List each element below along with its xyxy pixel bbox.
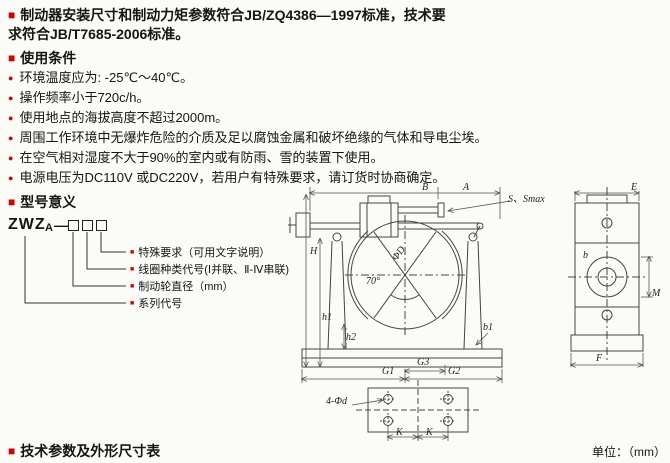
- list-item: ● 环境温度应为: -25℃～40℃。: [8, 68, 648, 88]
- front-view: [288, 195, 503, 368]
- item-bullet-icon: ●: [8, 153, 14, 163]
- bolt-pattern-dimensions: [351, 400, 448, 441]
- list-item-text: 操作频率小于720c/h。: [19, 90, 150, 105]
- list-item: ● 在空气相对湿度不大于90%的室内或有防雨、雪的装置下使用。: [8, 148, 648, 168]
- list-item-text: 环境温度应为: -25℃～40℃。: [19, 70, 194, 85]
- model-label: ■系列代号: [130, 297, 182, 311]
- model-label: ■线圈种类代号(Ⅰ并联、Ⅱ-Ⅳ串联): [130, 263, 289, 277]
- model-code-dash: —: [54, 217, 68, 233]
- list-item-text: 电源电压为DC110V 或DC220V，若用户有特殊要求，请订货时协商确定。: [19, 170, 446, 185]
- dim-label-b: b: [583, 250, 588, 261]
- dim-label-holes: 4-Φd: [326, 396, 347, 407]
- dim-label-E: E: [631, 182, 638, 193]
- item-bullet-icon: ●: [8, 73, 14, 83]
- side-view-dimensions: [571, 191, 653, 367]
- model-code-box: [82, 220, 93, 231]
- dim-label-K2: K: [426, 427, 433, 438]
- model-code-sub: A: [45, 222, 53, 234]
- dim-label-K1: K: [396, 427, 403, 438]
- dim-label-G2: G2: [448, 366, 461, 377]
- dim-label-h1: h1: [322, 312, 332, 323]
- model-connector-lines: [24, 232, 126, 304]
- front-view-dimensions: [302, 187, 511, 383]
- dim-label-angle: 70°: [366, 276, 380, 287]
- technical-drawing: B A H h1 h2 G1 G3 G2 ΦD 70° S、Smax b1 E …: [288, 183, 670, 445]
- dim-label-h2: h2: [346, 332, 356, 343]
- model-label-text: 特殊要求（可用文字说明）: [138, 247, 271, 259]
- list-item-text: 使用地点的海拔高度不超过2000m。: [19, 110, 229, 125]
- label-bullet-icon: ■: [130, 283, 135, 290]
- list-item: ● 使用地点的海拔高度不超过2000m。: [8, 108, 648, 128]
- item-bullet-icon: ●: [8, 173, 14, 183]
- table-section-title: ■ 技术参数及外形尺寸表: [8, 441, 160, 461]
- section-bullet-icon: ■: [8, 444, 16, 458]
- model-label: ■特殊要求（可用文字说明）: [130, 246, 270, 260]
- section-bullet-icon: ■: [8, 51, 16, 65]
- list-item: ● 操作频率小于720c/h。: [8, 88, 648, 108]
- model-code-prefix: ZWZ: [8, 216, 46, 233]
- model-code-box: [68, 220, 79, 231]
- model-code-box: [96, 220, 107, 231]
- unit-label: 单位：（mm）: [592, 445, 666, 459]
- section-title-text: 使用条件: [20, 50, 77, 66]
- intro-paragraph: ■制动器安装尺寸和制动力矩参数符合JB/ZQ4386—1997标准，技术要 求符…: [8, 6, 660, 44]
- model-section-title: ■ 型号意义: [8, 192, 76, 212]
- dim-label-H: H: [310, 246, 318, 257]
- electromagnet-box: [359, 202, 399, 238]
- dim-label-A: A: [463, 182, 470, 193]
- brake-drawing-svg: [288, 187, 653, 442]
- list-item-text: 周围工作环境中无爆炸危险的介质及足以腐蚀金属和破坏绝缘的气体和导电尘埃。: [19, 130, 488, 145]
- model-designation-diagram: ZWZ A — ■特殊要求（可用文字说明） ■线圈种类代号(Ⅰ并联、Ⅱ-Ⅳ串联)…: [8, 206, 289, 312]
- section-title-text: 技术参数及外形尺寸表: [20, 443, 161, 459]
- model-label-text: 制动轮直径（mm）: [138, 281, 234, 293]
- section-bullet-icon: ■: [8, 195, 16, 209]
- item-bullet-icon: ●: [8, 113, 14, 123]
- bolt-pattern-view: [356, 380, 480, 442]
- dim-label-stroke: S、Smax: [508, 194, 545, 205]
- dim-label-b1: b1: [483, 322, 493, 333]
- label-bullet-icon: ■: [130, 249, 135, 256]
- list-item: ● 电源电压为DC110V 或DC220V，若用户有特殊要求，请订货时协商确定。: [8, 168, 648, 188]
- conditions-list: ● 环境温度应为: -25℃～40℃。 ● 操作频率小于720c/h。 ● 使用地点的…: [8, 68, 648, 188]
- list-item-text: 在空气相对湿度不大于90%的室内或有防雨、雪的装置下使用。: [19, 150, 384, 165]
- model-label: ■制动轮直径（mm）: [130, 280, 234, 294]
- dim-label-B: B: [422, 182, 429, 193]
- dim-label-G3: G3: [417, 357, 430, 368]
- label-bullet-icon: ■: [130, 300, 135, 307]
- side-view: [568, 187, 646, 363]
- dim-label-M: M: [652, 288, 661, 299]
- section-title-text: 型号意义: [20, 194, 77, 210]
- model-label-text: 线圈种类代号(Ⅰ并联、Ⅱ-Ⅳ串联): [138, 264, 290, 276]
- list-item: ● 周围工作环境中无爆炸危险的介质及足以腐蚀金属和破坏绝缘的气体和导电尘埃。: [8, 128, 648, 148]
- item-bullet-icon: ●: [8, 133, 14, 143]
- intro-text: 制动器安装尺寸和制动力矩参数符合JB/ZQ4386—1997标准，技术要 求符合…: [8, 7, 446, 42]
- dim-label-G1: G1: [382, 366, 395, 377]
- item-bullet-icon: ●: [8, 93, 14, 103]
- section-bullet-icon: ■: [8, 8, 16, 22]
- label-bullet-icon: ■: [130, 266, 135, 273]
- model-label-text: 系列代号: [138, 298, 183, 310]
- dim-label-F: F: [596, 353, 603, 364]
- conditions-section-title: ■ 使用条件: [8, 48, 76, 68]
